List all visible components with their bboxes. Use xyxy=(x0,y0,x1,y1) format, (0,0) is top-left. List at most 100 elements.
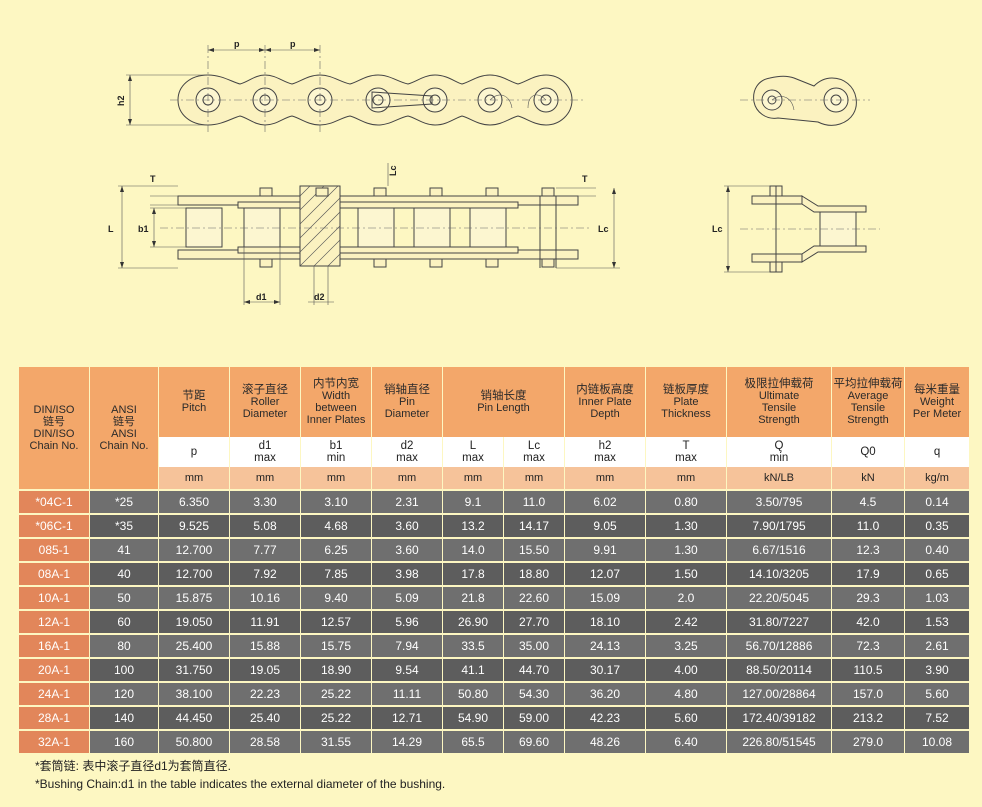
table-cell: 226.80/51545 xyxy=(727,731,832,753)
pitch-label-1: p xyxy=(234,39,240,49)
table-cell: 12.700 xyxy=(159,563,229,585)
table-cell: 25.40 xyxy=(230,707,300,729)
unit-cell: mm xyxy=(301,467,371,489)
symbol-cell: Q0 xyxy=(832,437,905,467)
table-cell: 12.07 xyxy=(565,563,646,585)
table-cell: 7.52 xyxy=(905,707,970,729)
table-cell: 22.60 xyxy=(504,587,565,609)
table-cell: 279.0 xyxy=(832,731,905,753)
table-cell: 6.40 xyxy=(646,731,727,753)
table-cell: 1.50 xyxy=(646,563,727,585)
table-cell: 18.10 xyxy=(565,611,646,633)
pitch-label-2: p xyxy=(290,39,296,49)
table-cell: 9.1 xyxy=(443,491,503,513)
table-cell: 6.25 xyxy=(301,539,371,561)
table-cell: 4.80 xyxy=(646,683,727,705)
table-cell: 31.750 xyxy=(159,659,229,681)
table-cell: 14.29 xyxy=(372,731,442,753)
table-cell: 213.2 xyxy=(832,707,905,729)
table-cell: 6.67/1516 xyxy=(727,539,832,561)
table-cell: 157.0 xyxy=(832,683,905,705)
table-cell: 5.60 xyxy=(646,707,727,729)
header-pin_len-en: Pin Length xyxy=(477,402,530,414)
symbol-cell: q xyxy=(905,437,970,467)
chain-number-cell: 085-1 xyxy=(19,539,89,561)
table-cell: 41 xyxy=(90,539,158,561)
unit-cell: kN/LB xyxy=(727,467,832,489)
table-cell: 0.40 xyxy=(905,539,970,561)
table-cell: 18.90 xyxy=(301,659,371,681)
table-cell: 17.9 xyxy=(832,563,905,585)
table-cell: 2.61 xyxy=(905,635,970,657)
table-cell: 11.91 xyxy=(230,611,300,633)
table-cell: 5.96 xyxy=(372,611,442,633)
table-cell: 6.02 xyxy=(565,491,646,513)
table-cell: 3.60 xyxy=(372,515,442,537)
symbol-cell: p xyxy=(159,437,229,467)
chain-number-cell: 16A-1 xyxy=(19,635,89,657)
table-cell: 172.40/39182 xyxy=(727,707,832,729)
table-cell: 0.65 xyxy=(905,563,970,585)
table-cell: 22.20/5045 xyxy=(727,587,832,609)
header-pin_len-cn: 销轴长度 xyxy=(480,390,527,402)
table-cell: 12.700 xyxy=(159,539,229,561)
unit-cell: mm xyxy=(565,467,646,489)
table-cell: 140 xyxy=(90,707,158,729)
table-cell: 24.13 xyxy=(565,635,646,657)
table-cell: 100 xyxy=(90,659,158,681)
chain-number-cell: 28A-1 xyxy=(19,707,89,729)
table-cell: 36.20 xyxy=(565,683,646,705)
chain-number-cell: 12A-1 xyxy=(19,611,89,633)
table-cell: 2.0 xyxy=(646,587,727,609)
chain-drawing-svg: .ln { stroke: #444; stroke-width: 1; fil… xyxy=(108,39,880,305)
table-cell: 17.8 xyxy=(443,563,503,585)
header-ats-cn: 平均拉伸载荷 xyxy=(833,378,903,390)
table-cell: 4.68 xyxy=(301,515,371,537)
table-cell: 15.875 xyxy=(159,587,229,609)
table-cell: 9.40 xyxy=(301,587,371,609)
unit-cell: mm xyxy=(646,467,727,489)
table-cell: 25.22 xyxy=(301,683,371,705)
table-cell: 160 xyxy=(90,731,158,753)
table-cell: 65.5 xyxy=(443,731,503,753)
offset-link-section-view: Lc xyxy=(712,185,880,273)
table-cell: 15.50 xyxy=(504,539,565,561)
table-cell: 3.60 xyxy=(372,539,442,561)
table-cell: 5.60 xyxy=(905,683,970,705)
table-cell: 15.75 xyxy=(301,635,371,657)
table-cell: 44.450 xyxy=(159,707,229,729)
table-cell: 35.00 xyxy=(504,635,565,657)
unit-cell: mm xyxy=(159,467,229,489)
table-cell: 13.2 xyxy=(443,515,503,537)
chain-number-cell: *06C-1 xyxy=(19,515,89,537)
table-cell: 1.53 xyxy=(905,611,970,633)
table-cell: 42.23 xyxy=(565,707,646,729)
table-cell: 11.0 xyxy=(832,515,905,537)
table-cell: 25.400 xyxy=(159,635,229,657)
table-cell: *35 xyxy=(90,515,158,537)
table-cell: 15.09 xyxy=(565,587,646,609)
table-cell: 40 xyxy=(90,563,158,585)
table-cell: 3.98 xyxy=(372,563,442,585)
unit-cell: mm xyxy=(230,467,300,489)
table-cell: 14.0 xyxy=(443,539,503,561)
